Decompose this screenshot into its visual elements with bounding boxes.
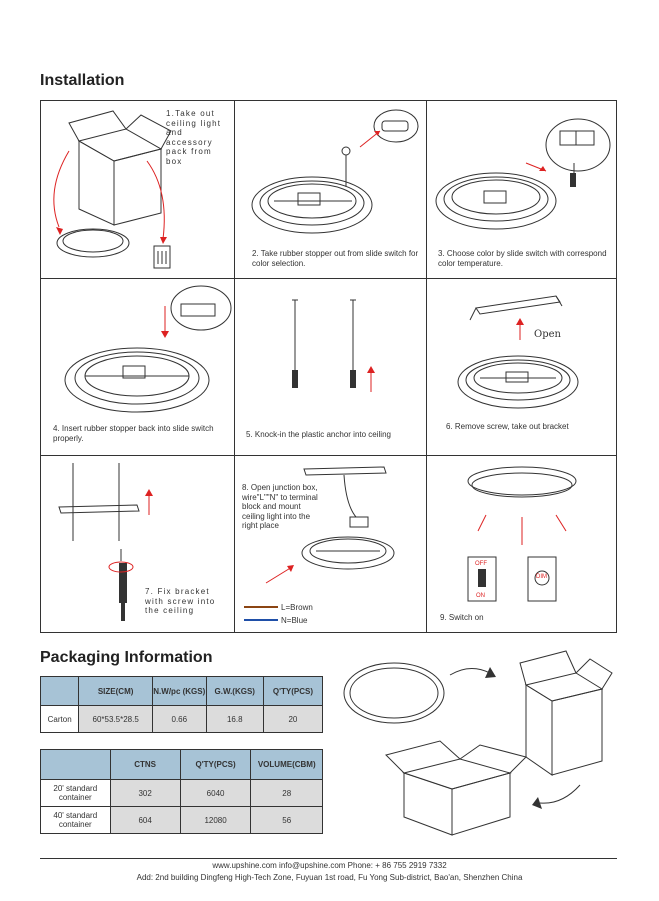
carton-header-size: SIZE(CM) — [78, 676, 153, 706]
step-3-panel: 3. Choose color by slide switch with cor… — [426, 101, 618, 278]
step-2-panel: 2. Take rubber stopper out from slide sw… — [234, 101, 426, 278]
table-row: Carton 60*53.5*28.5 0.66 16.8 20 — [39, 705, 324, 733]
installation-title: Installation — [40, 72, 125, 89]
carton-qty: 20 — [262, 705, 324, 733]
remove-bracket-illustration — [457, 295, 579, 409]
plastic-anchor-illustration — [292, 299, 375, 392]
step-4-caption: 4. Insert rubber stopper back into slide… — [53, 424, 214, 443]
step-7-caption: 7. Fix bracket with screw into the ceili… — [145, 587, 216, 615]
switch-on-illustration — [467, 466, 577, 602]
carton-header-nw: N.W/pc (KGS) — [151, 676, 207, 706]
open-label: Open — [534, 329, 561, 340]
container-40-label: 40' standard container — [40, 806, 111, 834]
step-5-panel: 5. Knock-in the plastic anchor into ceil… — [234, 278, 426, 455]
container-header-qty: Q'TY(PCS) — [179, 749, 252, 780]
step-8-panel: 8. Open junction box, wire"L""N" to term… — [234, 455, 426, 634]
carton-table: SIZE(CM) N.W/pc (KGS) G.W.(KGS) Q'TY(PCS… — [39, 676, 324, 733]
off-label: OFF — [475, 561, 487, 567]
packaging-illustration — [343, 650, 613, 836]
wiring-illustration — [244, 466, 395, 621]
insert-stopper-illustration — [64, 285, 232, 413]
carton-nw: 0.66 — [151, 705, 207, 733]
blue-wire-label: N=Blue — [281, 616, 308, 625]
container-20-label: 20' standard container — [40, 779, 111, 807]
container-20-ctns: 302 — [109, 779, 181, 807]
box-unpacking-illustration — [53, 110, 172, 269]
step-9-panel: OFF ON DIM 9. Switch on — [426, 455, 618, 634]
container-20-volume: 28 — [250, 779, 323, 807]
carton-size: 60*53.5*28.5 — [78, 705, 153, 733]
carton-header-blank — [39, 676, 80, 706]
footer-address: Add: 2nd building Dingfeng High-Tech Zon… — [136, 873, 523, 882]
carton-header-qty: Q'TY(PCS) — [262, 676, 324, 706]
packaging-title: Packaging Information — [40, 649, 213, 666]
footer-contact: www.upshine.com info@upshine.com Phone: … — [212, 861, 447, 870]
step-3-caption: 3. Choose color by slide switch with cor… — [438, 249, 607, 268]
step-6-panel: Open 6. Remove screw, take out bracket — [426, 278, 618, 455]
container-40-ctns: 604 — [109, 806, 181, 834]
rubber-stopper-illustration — [251, 109, 419, 234]
dim-label: DIM — [536, 574, 547, 580]
container-header-blank — [40, 749, 111, 780]
container-header-volume: VOLUME(CBM) — [250, 749, 323, 780]
step-6-caption: 6. Remove screw, take out bracket — [446, 422, 569, 431]
on-label: ON — [476, 593, 485, 599]
step-1-panel: 1.Take out ceiling light and accessory p… — [41, 101, 234, 278]
step-2-caption: 2. Take rubber stopper out from slide sw… — [252, 249, 419, 268]
installation-grid: 1.Take out ceiling light and accessory p… — [40, 100, 617, 633]
fix-bracket-illustration — [58, 463, 153, 621]
carton-gw: 16.8 — [205, 705, 264, 733]
container-header-ctns: CTNS — [109, 749, 181, 780]
container-20-qty: 6040 — [179, 779, 252, 807]
step-4-panel: 4. Insert rubber stopper back into slide… — [41, 278, 234, 455]
color-selection-illustration — [435, 118, 611, 230]
table-row: 40' standard container 604 12080 56 — [40, 806, 323, 834]
carton-row-label: Carton — [39, 705, 80, 733]
step-1-caption: 1.Take out ceiling light and accessory p… — [166, 109, 222, 166]
footer-divider — [40, 858, 617, 859]
table-row: 20' standard container 302 6040 28 — [40, 779, 323, 807]
step-8-caption: 8. Open junction box, wire"L""N" to term… — [242, 483, 318, 530]
step-7-panel: 7. Fix bracket with screw into the ceili… — [41, 455, 234, 634]
carton-header-gw: G.W.(KGS) — [205, 676, 264, 706]
container-40-qty: 12080 — [179, 806, 252, 834]
step-5-caption: 5. Knock-in the plastic anchor into ceil… — [246, 430, 391, 439]
container-table: CTNS Q'TY(PCS) VOLUME(CBM) 20' standard … — [40, 749, 323, 834]
brown-wire-label: L=Brown — [281, 603, 313, 612]
step-9-caption: 9. Switch on — [440, 613, 484, 622]
container-40-volume: 56 — [250, 806, 323, 834]
